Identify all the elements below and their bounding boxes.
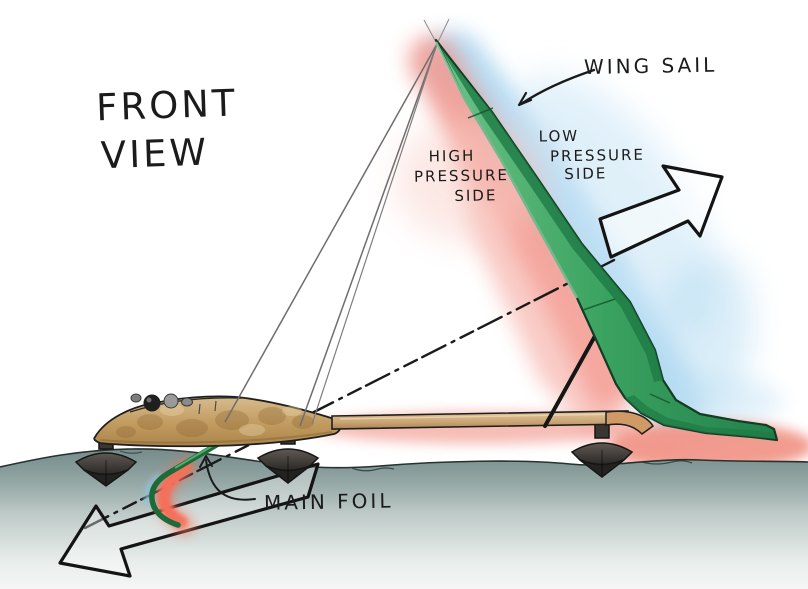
wave-squiggle (641, 460, 693, 465)
waterline (0, 448, 808, 469)
main-foil-label: MAIN FOIL (264, 489, 394, 515)
svg-text:HIGH: HIGH (429, 147, 476, 166)
hull (93, 393, 342, 448)
wing-sail-label: WING SAIL (584, 53, 718, 79)
sail-panel-lines (467, 107, 671, 404)
main-foil (143, 431, 238, 535)
svg-text:SIDE: SIDE (564, 164, 607, 183)
rigging-lines (224, 18, 450, 427)
sail-strut (543, 334, 597, 428)
high-pressure-label: HIGH PRESSURE SIDE (414, 147, 509, 205)
svg-text:PRESSURE: PRESSURE (550, 146, 645, 166)
title-line-2: VIEW (100, 130, 210, 177)
title-line-1: FRONT (95, 81, 238, 129)
wave-squiggle (351, 467, 395, 472)
beam-elbow (605, 410, 655, 435)
main-foil-pointer-icon (199, 455, 256, 501)
foil-high-pressure-band (157, 460, 193, 529)
float-rear (570, 423, 634, 478)
wing-sail-pointer-icon (517, 68, 596, 107)
foil-blade (149, 431, 238, 528)
svg-text:PRESSURE: PRESSURE (414, 166, 509, 186)
wing-sail (434, 38, 779, 442)
svg-text:LOW: LOW (539, 127, 580, 146)
svg-text:SIDE: SIDE (454, 186, 497, 205)
wave-squiggle (119, 450, 143, 454)
airflow-arrow-icon (598, 164, 724, 259)
title-block: FRONT VIEW (95, 81, 238, 177)
sail-leech-facet (439, 46, 663, 382)
float-front (74, 435, 138, 487)
hull-camouflage (116, 407, 314, 438)
low-pressure-label: LOW PRESSURE SIDE (539, 127, 646, 183)
crossbeam (331, 410, 655, 435)
cockpit-details (129, 393, 243, 415)
